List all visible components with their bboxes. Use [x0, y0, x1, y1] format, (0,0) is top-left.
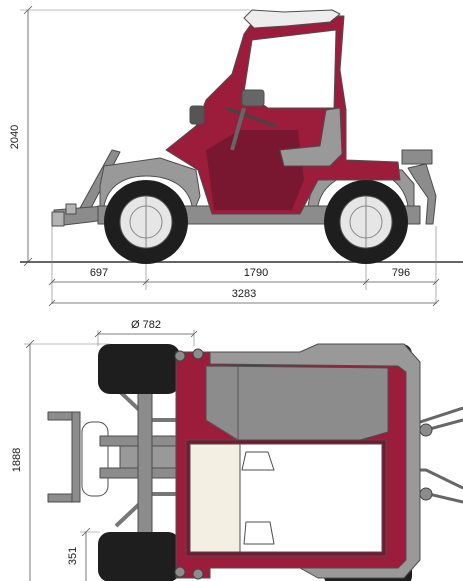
mirror-top-left [174, 350, 186, 362]
front-wheel [104, 180, 188, 264]
seat-top [241, 451, 275, 471]
dim-front-overhang-label: 697 [90, 267, 108, 279]
dim-height-label: 2040 [9, 125, 21, 149]
rear-hitch [401, 149, 437, 225]
mirror-bottom-left [174, 566, 186, 578]
mirror-bottom-right [192, 568, 204, 580]
dim-row-overall: 3283 [48, 288, 440, 307]
mirror-top-right [192, 348, 204, 360]
roof-canopy [243, 9, 341, 29]
dim-height: 2040 [9, 5, 250, 267]
front-tire-top [98, 344, 180, 394]
head-light [189, 105, 205, 125]
dim-tire-width: 351 [67, 527, 100, 581]
dim-rear-overhang-label: 796 [392, 267, 410, 279]
driver-seat [279, 107, 343, 167]
top-view: 1888 Ø 782 351 [11, 319, 463, 581]
dim-width: 1888 [11, 339, 110, 581]
body-side-panel [206, 130, 304, 210]
dim-width-label: 1888 [11, 448, 23, 472]
dim-row-axles: 697 1790 796 [48, 267, 440, 286]
front-implement-frame [47, 386, 183, 528]
front-tire-bottom [98, 532, 180, 581]
seat-bottom [243, 521, 275, 545]
dim-tire-width-label: 351 [67, 547, 79, 565]
side-view: 2040 697 1790 796 3283 [9, 5, 463, 307]
front-fender [99, 157, 201, 207]
hood-panel [205, 365, 389, 441]
dim-overall-length-label: 3283 [232, 288, 256, 300]
rear-wheel [324, 180, 408, 264]
dim-wheelbase-label: 1790 [244, 267, 268, 279]
window-opening [243, 29, 337, 109]
cab-floor [189, 443, 241, 553]
dim-wheel-diameter-label: Ø 782 [131, 319, 161, 331]
steering-wheel [225, 89, 277, 151]
front-axle [137, 379, 153, 535]
dim-wheel-diameter: Ø 782 [94, 319, 198, 346]
